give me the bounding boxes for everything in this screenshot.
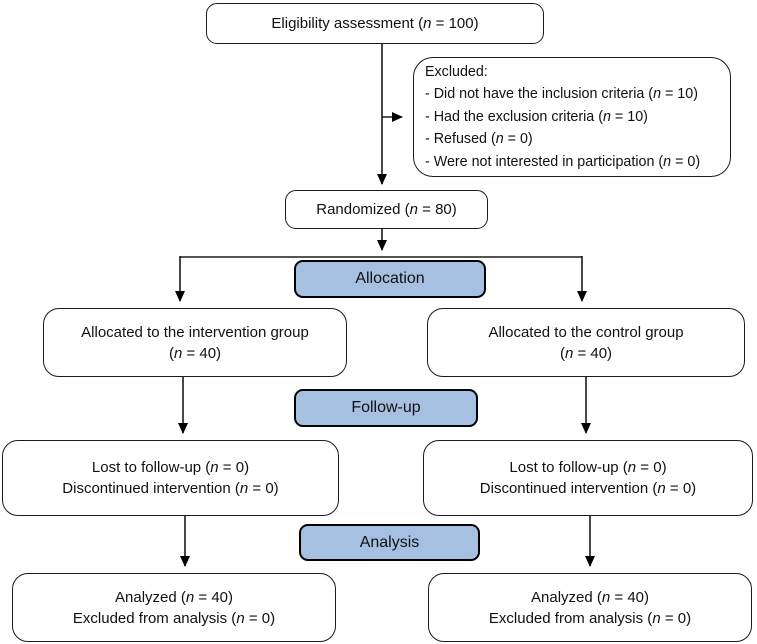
intervention-analyzed-line: Analyzed (n = 40) [115, 588, 233, 606]
analysis-banner: Analysis [299, 524, 480, 561]
excluded-title: Excluded: [425, 63, 488, 80]
control-allocation-box: Allocated to the control group (n = 40) [427, 308, 745, 377]
excluded-item: - Were not interested in participation (… [425, 153, 701, 170]
followup-banner: Follow-up [294, 389, 478, 427]
randomized-box: Randomized (n = 80) [285, 190, 488, 229]
intervention-analyzed-line: Excluded from analysis (n = 0) [72, 609, 276, 627]
control-followup-line: Discontinued intervention (n = 0) [479, 480, 697, 497]
control-analyzed-line: Analyzed (n = 40) [531, 588, 649, 606]
excluded-item: - Had the exclusion criteria (n = 10) [425, 108, 648, 125]
control-followup-box: Lost to follow-up (n = 0) Discontinued i… [423, 440, 753, 516]
eligibility-text: Eligibility assessment (n = 100) [271, 15, 479, 32]
intervention-allocation-line: (n = 40) [168, 344, 222, 362]
intervention-allocation-box: Allocated to the intervention group (n =… [43, 308, 347, 377]
control-allocation-line: (n = 40) [559, 344, 613, 362]
control-allocation-line: Allocated to the control group [488, 323, 684, 341]
excluded-item: - Refused (n = 0) [425, 131, 533, 148]
allocation-banner-label: Allocation [355, 270, 425, 287]
analysis-banner-label: Analysis [359, 533, 420, 551]
control-analyzed-box: Analyzed (n = 40) Excluded from analysis… [428, 573, 752, 642]
excluded-box: Excluded: - Did not have the inclusion c… [413, 57, 731, 177]
intervention-followup-line: Discontinued intervention (n = 0) [62, 480, 279, 497]
intervention-analyzed-box: Analyzed (n = 40) Excluded from analysis… [12, 573, 336, 642]
intervention-followup-line: Lost to follow-up (n = 0) [91, 459, 250, 476]
intervention-allocation-line: Allocated to the intervention group [81, 323, 309, 341]
control-analyzed-line: Excluded from analysis (n = 0) [488, 609, 692, 627]
eligibility-box: Eligibility assessment (n = 100) [206, 3, 544, 44]
excluded-item: - Did not have the inclusion criteria (n… [425, 86, 698, 103]
intervention-followup-box: Lost to follow-up (n = 0) Discontinued i… [2, 440, 339, 516]
randomized-text: Randomized (n = 80) [316, 201, 457, 218]
control-followup-line: Lost to follow-up (n = 0) [509, 459, 667, 476]
allocation-banner: Allocation [294, 260, 486, 298]
followup-banner-label: Follow-up [351, 399, 421, 416]
